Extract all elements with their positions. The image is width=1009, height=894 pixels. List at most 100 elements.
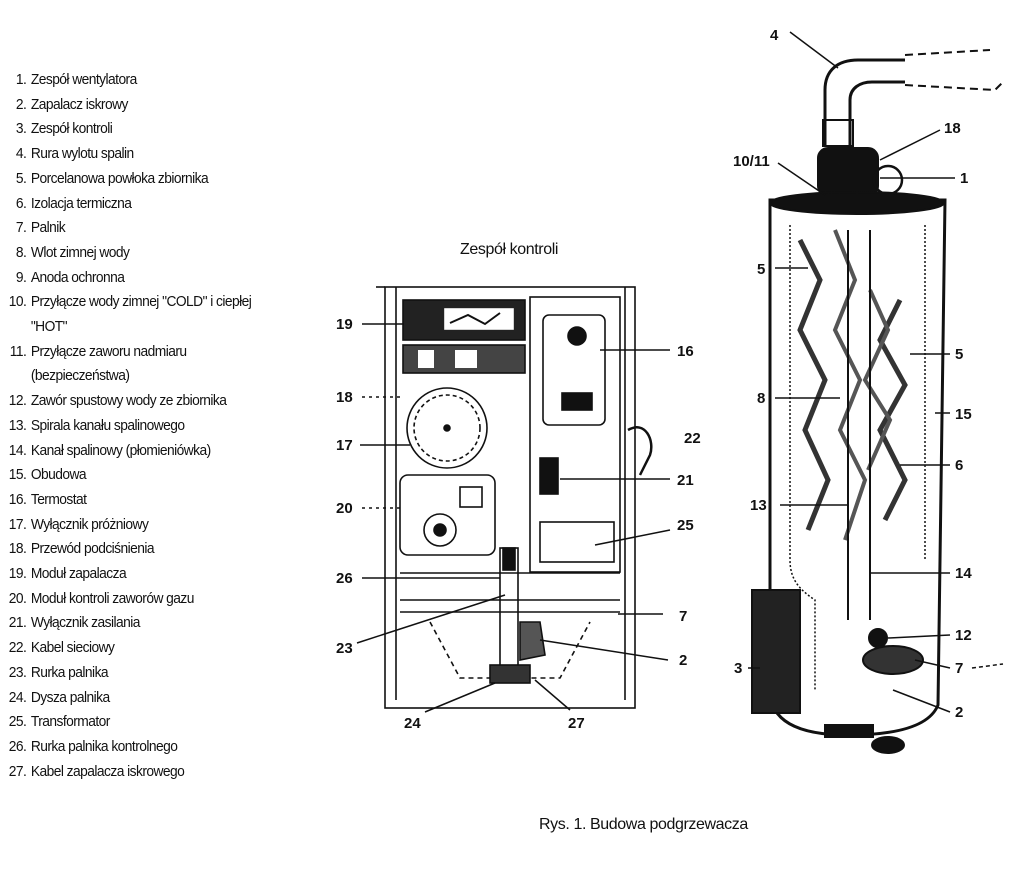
legend-item-text: Rurka palnika [30, 663, 109, 681]
legend-item: 16.Termostat [6, 488, 291, 513]
callout-18: 18 [944, 120, 961, 137]
legend-item-number: 24. [8, 688, 27, 706]
callout-23: 23 [336, 640, 353, 657]
legend-item: 24.Dysza palnika [6, 686, 291, 711]
legend-item-number: 22. [8, 639, 27, 657]
legend-item-number: 27. [8, 762, 27, 780]
legend-item-text: Obudowa [30, 466, 87, 484]
callout-12: 12 [955, 627, 972, 644]
legend-item: 11.Przyłącze zaworu nadmiaru (bezpieczeń… [6, 340, 291, 389]
legend-item-text: Kanał spalinowy (płomieniówka) [30, 441, 211, 459]
legend-item-number: 16. [8, 490, 27, 508]
legend-item-text: Moduł zapalacza [30, 565, 127, 583]
control-housing [384, 286, 636, 709]
legend-item-number: 4. [15, 145, 27, 163]
legend-item: 15.Obudowa [6, 463, 291, 488]
legend-item-number: 19. [8, 565, 27, 583]
legend-item-number: 3. [15, 120, 27, 138]
vacuum-switch [406, 387, 488, 469]
exhaust-pipe [823, 58, 905, 145]
legend-item: 12.Zawór spustowy wody ze zbiornika [6, 389, 291, 414]
callout-17: 17 [336, 437, 353, 454]
callout-3: 3 [734, 660, 742, 677]
callout-15: 15 [955, 406, 972, 423]
callout-20: 20 [336, 500, 353, 517]
legend-item-number: 21. [8, 614, 27, 632]
legend-item: 4.Rura wylotu spalin [6, 142, 291, 167]
legend-item: 18.Przewód podciśnienia [6, 537, 291, 562]
legend-item-text: Izolacja termiczna [30, 194, 132, 212]
legend-item-text: Przewód podciśnienia [30, 540, 155, 558]
legend-item-text: Anoda ochronna [30, 268, 125, 286]
legend-item: 21.Wyłącznik zasilania [6, 611, 291, 636]
legend-item-number: 10. [8, 293, 27, 311]
legend-item-number: 18. [8, 540, 27, 558]
legend-item-number: 2. [15, 95, 27, 113]
legend-item-text: Wlot zimnej wody [30, 243, 130, 261]
legend-item-number: 26. [8, 737, 27, 755]
legend-item-text: Termostat [30, 490, 87, 508]
legend-item-text: Porcelanowa powłoka zbiornika [30, 169, 209, 187]
legend-item-number: 17. [8, 515, 27, 533]
legend-item: 7.Palnik [6, 216, 291, 241]
legend-item: 8.Wlot zimnej wody [6, 241, 291, 266]
legend-item: 5.Porcelanowa powłoka zbiornika [6, 167, 291, 192]
legend-item-number: 11. [9, 342, 27, 360]
legend-item-text: Zespół kontroli [30, 120, 113, 138]
callout-2: 2 [955, 704, 963, 721]
legend-item-number: 6. [15, 194, 27, 212]
control-box [751, 589, 801, 714]
legend-item-number: 14. [8, 441, 27, 459]
callout-21: 21 [677, 472, 694, 489]
legend-item: 27.Kabel zapalacza iskrowego [6, 760, 291, 785]
legend-item-text: Moduł kontroli zaworów gazu [30, 589, 195, 607]
callout-4: 4 [770, 27, 779, 44]
legend-item-number: 8. [15, 243, 27, 261]
legend-item-text: Rura wylotu spalin [30, 145, 134, 163]
legend-item-text: Kabel sieciowy [30, 639, 115, 657]
legend-item-text: Palnik [30, 219, 66, 237]
callout-1: 1 [960, 170, 968, 187]
fan-assembly [817, 147, 879, 197]
legend-item: 3.Zespół kontroli [6, 117, 291, 142]
thermostat-body [542, 314, 606, 426]
legend-item: 13.Spirala kanału spalinowego [6, 414, 291, 439]
legend-item: 17.Wyłącznik próżniowy [6, 513, 291, 538]
legend-item-text: Wyłącznik próżniowy [30, 515, 149, 533]
legend-item: 25.Transformator [6, 710, 291, 735]
legend-item-number: 20. [8, 589, 27, 607]
callout-22: 22 [684, 430, 701, 447]
legend-item-text: Zawór spustowy wody ze zbiornika [30, 392, 227, 410]
legend-item-number: 25. [8, 713, 27, 731]
callout-25: 25 [677, 517, 694, 534]
legend-item: 22.Kabel sieciowy [6, 636, 291, 661]
power-switch [539, 457, 559, 495]
control-assembly-title: Zespół kontroli [460, 241, 559, 258]
legend-item: 20.Moduł kontroli zaworów gazu [6, 587, 291, 612]
legend-item: 26.Rurka palnika kontrolnego [6, 735, 291, 760]
legend-item-text: Zapalacz iskrowy [30, 95, 129, 113]
legend-item-text: Spirala kanału spalinowego [30, 416, 185, 434]
callout-19: 19 [336, 316, 353, 333]
callout-5: 5 [757, 261, 765, 278]
legend-item: 19.Moduł zapalacza [6, 562, 291, 587]
callout-5-right: 5 [955, 346, 963, 363]
thermostat-panel [529, 296, 621, 573]
callout-8: 8 [757, 390, 765, 407]
legend-item-number: 15. [8, 466, 27, 484]
callout-2: 2 [679, 652, 687, 669]
legend-item-text: Kabel zapalacza iskrowego [30, 762, 185, 780]
legend-item-number: 12. [8, 392, 27, 410]
burner-nozzle [489, 664, 531, 684]
callout-7: 7 [679, 608, 687, 625]
legend-item-text: Rurka palnika kontrolnego [30, 737, 178, 755]
callout-26: 26 [336, 570, 353, 587]
legend-item-number: 9. [15, 268, 27, 286]
callout-27: 27 [568, 715, 585, 732]
callout-6: 6 [955, 457, 963, 474]
legend-item-number: 23. [8, 663, 27, 681]
legend-item: 23.Rurka palnika [6, 661, 291, 686]
